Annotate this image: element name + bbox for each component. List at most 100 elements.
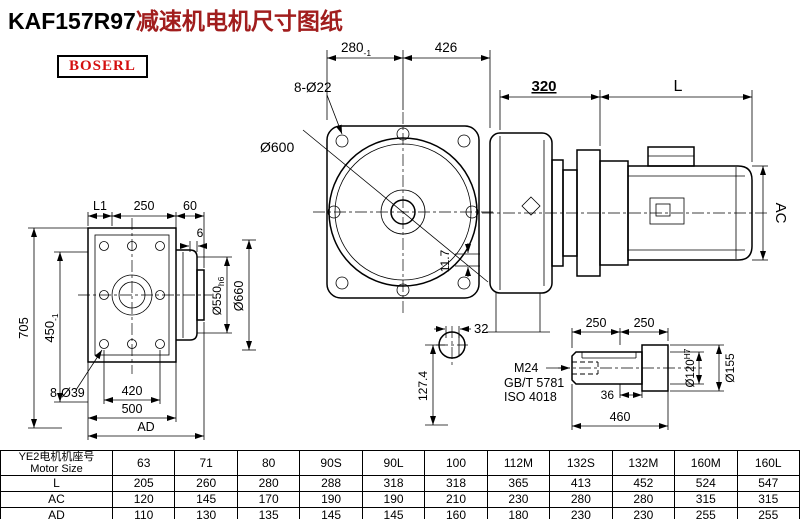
shaft-keyway <box>581 352 637 359</box>
col-header: 112M <box>486 450 551 476</box>
dim-cell: 230 <box>486 491 551 508</box>
dia-660-label: Ø660 <box>232 281 246 312</box>
dim-cell: 318 <box>424 475 488 492</box>
row-label: L <box>0 475 113 492</box>
dim-cell: 260 <box>174 475 238 492</box>
table-header-row: YE2电机机座号 Motor Size 63 71 80 90S 90L 100… <box>0 450 800 476</box>
dia-550-fit: h6 <box>216 276 226 286</box>
col-header: 160M <box>674 450 738 476</box>
dim-250b: 250 <box>634 316 655 330</box>
dim-cell: 180 <box>486 507 551 519</box>
dim-cell: 145 <box>174 491 238 508</box>
lifting-eye <box>521 196 541 216</box>
dim-cell: 280 <box>549 491 613 508</box>
left-view-dimensions <box>28 212 256 440</box>
dim-280-tolerance: -1 <box>363 48 371 58</box>
dim-cell: 315 <box>674 491 738 508</box>
dim-cell: 413 <box>549 475 613 492</box>
title-model: KAF157R97 <box>8 8 136 34</box>
dim-cell: 190 <box>361 491 426 508</box>
dim-320: 320 <box>531 78 556 95</box>
dia-120-label: Ø120H7 <box>682 348 697 387</box>
dim-cell: 145 <box>299 507 363 519</box>
dim-cell: 452 <box>611 475 676 492</box>
dim-cell: 280 <box>236 475 301 492</box>
dim-L1: L1 <box>93 199 107 213</box>
gearbox-foot-lines <box>486 293 550 333</box>
dim-AD: AD <box>137 420 154 434</box>
motor-size-table: YE2电机机座号 Motor Size 63 71 80 90S 90L 100… <box>0 450 800 519</box>
dim-6: 6 <box>197 226 204 240</box>
table-row-L: L 205 260 280 288 318 318 365 413 452 52… <box>0 475 800 492</box>
dim-450-value: 450 <box>42 321 57 343</box>
shaft-section-dimensions <box>425 326 471 426</box>
dim-500: 500 <box>122 402 143 416</box>
technical-drawing: 280-1 426 8-Ø22 Ø600 <box>16 40 789 440</box>
col-header: 132M <box>611 450 676 476</box>
corner-line-en: Motor Size <box>30 463 83 475</box>
col-header: 100 <box>424 450 488 476</box>
dim-cell: 170 <box>236 491 301 508</box>
dim-cell: 160 <box>424 507 488 519</box>
dim-250: 250 <box>134 199 155 213</box>
dim-cell: 318 <box>361 475 426 492</box>
row-label: AC <box>0 491 113 508</box>
thread-label: M24 <box>514 361 538 375</box>
col-header: 90L <box>361 450 426 476</box>
dim-cell: 130 <box>174 507 238 519</box>
col-header: 160L <box>736 450 800 476</box>
page-title: KAF157R97减速机电机尺寸图纸 <box>8 2 343 36</box>
dim-705: 705 <box>16 317 31 339</box>
dim-cell: 255 <box>674 507 738 519</box>
dia-120-value: Ø120 <box>685 359 697 387</box>
dim-cell: 524 <box>674 475 738 492</box>
col-header: 132S <box>549 450 613 476</box>
dim-cell: 288 <box>299 475 363 492</box>
dim-426: 426 <box>435 40 458 55</box>
dim-cell: 255 <box>736 507 800 519</box>
bolt-holes-label: 8-Ø22 <box>294 80 332 95</box>
dim-32: 32 <box>474 321 488 336</box>
standard-gbt: GB/T 5781 <box>504 376 564 390</box>
front-view: 280-1 426 8-Ø22 Ø600 <box>260 40 493 314</box>
dim-cell: 315 <box>736 491 800 508</box>
side-view-dimensions <box>455 90 768 277</box>
dim-cell: 230 <box>549 507 613 519</box>
dim-cell: 365 <box>486 475 551 492</box>
dim-cell: 120 <box>111 491 176 508</box>
dia-155-label: Ø155 <box>723 353 737 383</box>
dim-11-7: 11.7 <box>438 249 452 272</box>
tapped-hole-hidden-lines <box>572 361 599 375</box>
table-row-AC: AC 120 145 170 190 190 210 230 280 280 3… <box>0 491 800 508</box>
brand-logo: BOSERL <box>57 55 148 78</box>
dia-120-fit: H7 <box>682 348 692 359</box>
col-header: 71 <box>174 450 238 476</box>
table-row-AD: AD 110 130 135 145 145 160 180 230 230 2… <box>0 507 800 519</box>
dim-250a: 250 <box>586 316 607 330</box>
dim-L: L <box>674 78 683 95</box>
terminal-box <box>647 146 695 167</box>
dim-cell: 110 <box>111 507 176 519</box>
dim-127-4: 127.4 <box>416 371 430 401</box>
corner-line-cn: YE2电机机座号 <box>18 451 95 464</box>
dim-cell: 135 <box>236 507 301 519</box>
dim-cell: 547 <box>736 475 800 492</box>
table-corner-cell: YE2电机机座号 Motor Size <box>0 450 113 476</box>
dim-cell: 230 <box>611 507 676 519</box>
dim-cell: 210 <box>424 491 488 508</box>
col-header: 80 <box>236 450 301 476</box>
shaft-section-view: 32 127.4 <box>416 321 488 426</box>
boss-step <box>196 269 205 321</box>
dim-cell: 205 <box>111 475 176 492</box>
dim-cell: 280 <box>611 491 676 508</box>
dim-cell: 190 <box>299 491 363 508</box>
dim-450-tolerance: -1 <box>50 313 60 321</box>
shaft-detail-view: 250 250 M24 GB/T 5781 ISO 4018 36 460 Ø1… <box>504 316 737 430</box>
dia-550-label: Ø550h6 <box>210 276 226 315</box>
row-label: AD <box>0 507 113 519</box>
diameter-leader-line <box>302 129 489 283</box>
left-view: L1 250 60 6 705 450-1 8-Ø39 420 500 AD Ø… <box>16 199 256 440</box>
dim-460: 460 <box>610 410 631 424</box>
dim-AC: AC <box>772 203 789 224</box>
